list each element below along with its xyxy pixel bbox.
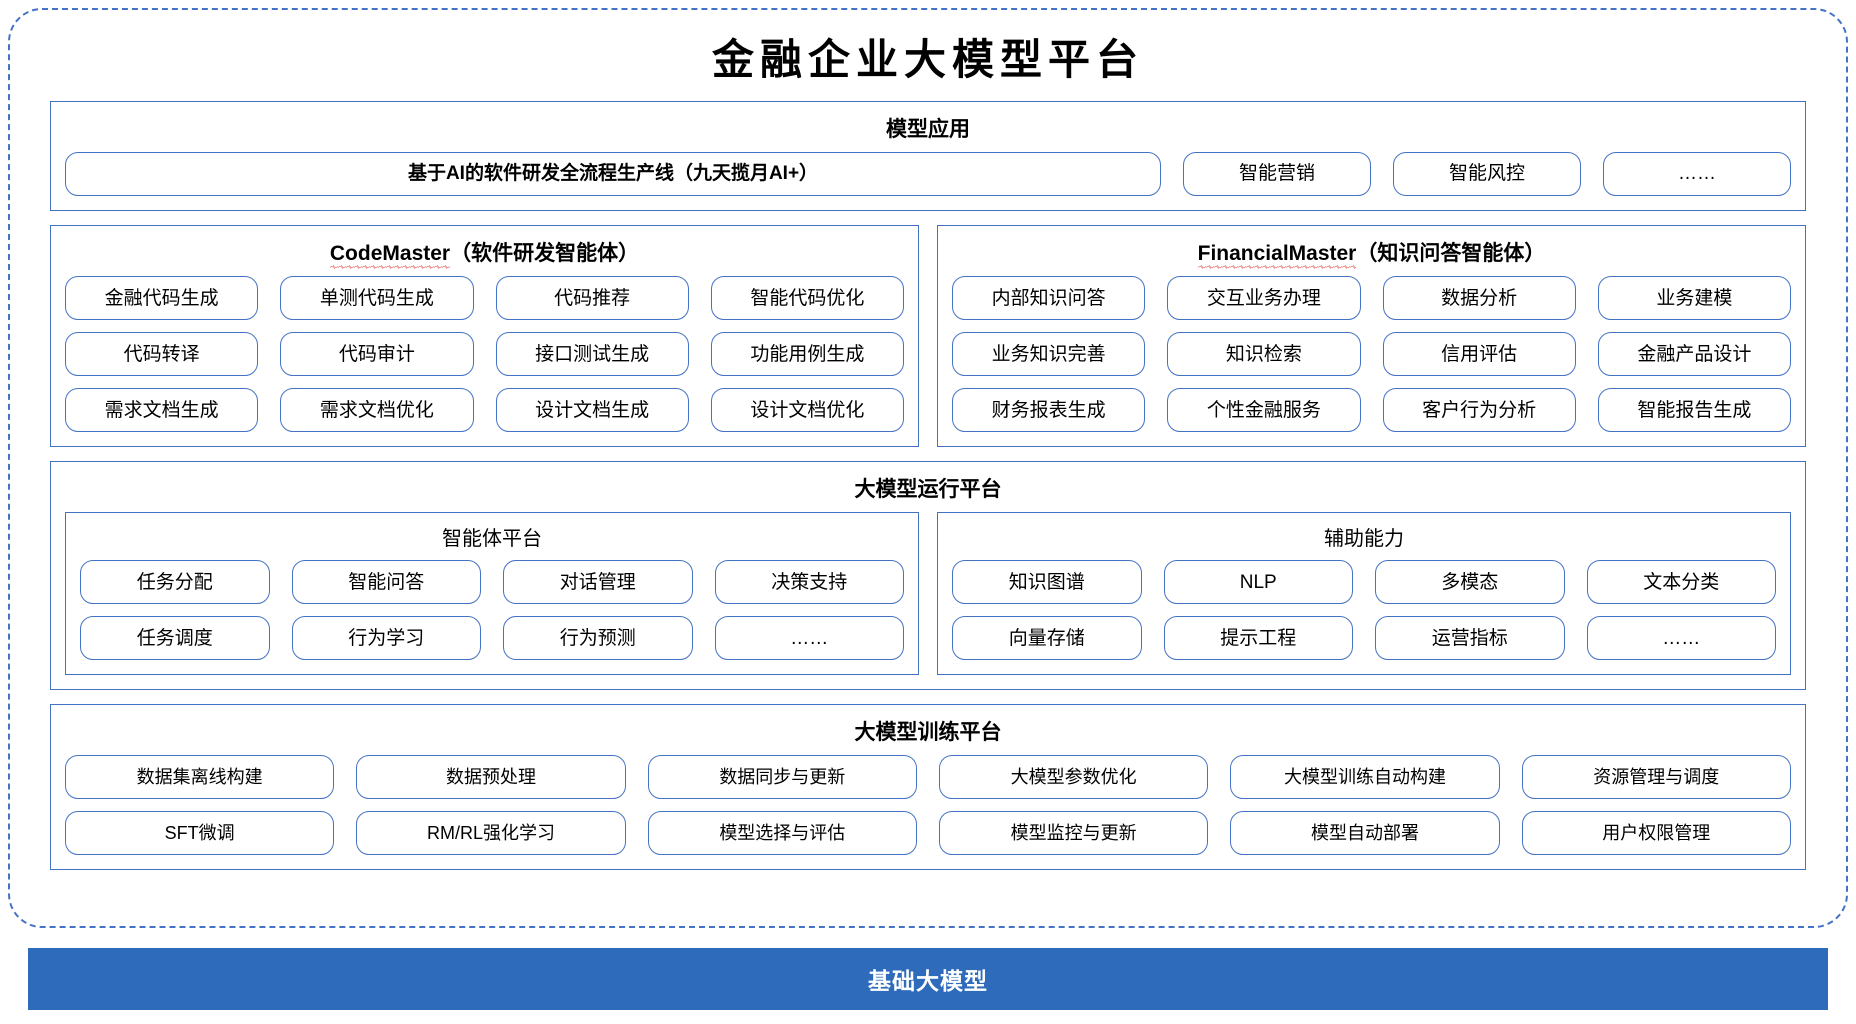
chip-codemaster-2-3[interactable]: 设计文档优化: [710, 388, 904, 433]
chip-training-1-2[interactable]: 模型选择与评估: [647, 811, 917, 856]
codemaster-latin-name: CodeMaster: [329, 241, 451, 270]
base-model-bar: 基础大模型: [28, 948, 1828, 1010]
chip-training-0-4[interactable]: 大模型训练自动构建: [1230, 755, 1500, 800]
codemaster-row-2: 代码转译 代码审计 接口测试生成 功能用例生成: [65, 332, 904, 377]
auxiliary-capability-row-1: 知识图谱 NLP 多模态 文本分类: [952, 560, 1776, 605]
chip-codemaster-2-0[interactable]: 需求文档生成: [65, 388, 259, 433]
section-agent-platform: 智能体平台 任务分配 智能问答 对话管理 决策支持 任务调度 行为学习 行为预测…: [65, 512, 919, 676]
chip-smart-risk-control[interactable]: 智能风控: [1393, 151, 1581, 196]
page-title: 金融企业大模型平台: [711, 35, 1144, 84]
training-platform-row-2: SFT微调 RM/RL强化学习 模型选择与评估 模型监控与更新 模型自动部署 用…: [65, 811, 1791, 856]
chip-financialmaster-0-2[interactable]: 数据分析: [1382, 276, 1576, 321]
section-title-codemaster: CodeMaster（软件研发智能体）: [65, 236, 904, 276]
chip-codemaster-0-3[interactable]: 智能代码优化: [710, 276, 904, 321]
chip-agent-platform-0-1[interactable]: 智能问答: [291, 560, 481, 605]
chip-agent-platform-0-2[interactable]: 对话管理: [503, 560, 693, 605]
chip-agent-platform-1-3[interactable]: ……: [714, 616, 904, 661]
section-title-runtime-platform: 大模型运行平台: [854, 478, 1002, 502]
chip-financialmaster-2-1[interactable]: 个性金融服务: [1167, 388, 1361, 433]
section-model-application: 模型应用 基于AI的软件研发全流程生产线（九天揽月AI+） 智能营销 智能风控 …: [50, 100, 1806, 211]
chip-training-1-1[interactable]: RM/RL强化学习: [356, 811, 626, 856]
chip-financialmaster-1-1[interactable]: 知识检索: [1167, 332, 1361, 377]
chip-agent-platform-1-2[interactable]: 行为预测: [503, 616, 693, 661]
section-title-model-application: 模型应用: [886, 117, 970, 141]
agent-platform-row-2: 任务调度 行为学习 行为预测 ……: [80, 616, 904, 661]
chip-auxiliary-1-0[interactable]: 向量存储: [952, 616, 1142, 661]
training-platform-row-1: 数据集离线构建 数据预处理 数据同步与更新 大模型参数优化 大模型训练自动构建 …: [65, 755, 1791, 800]
chip-training-0-0[interactable]: 数据集离线构建: [65, 755, 335, 800]
chip-auxiliary-0-3[interactable]: 文本分类: [1586, 560, 1776, 605]
financialmaster-cn-name: （知识问答智能体）: [1356, 241, 1546, 265]
chip-training-1-3[interactable]: 模型监控与更新: [938, 811, 1209, 856]
chip-agent-platform-0-0[interactable]: 任务分配: [80, 560, 270, 605]
agents-band: CodeMaster（软件研发智能体） 金融代码生成 单测代码生成 代码推荐 智…: [50, 224, 1806, 448]
chip-flagship-production-line[interactable]: 基于AI的软件研发全流程生产线（九天揽月AI+）: [65, 151, 1161, 196]
chip-financialmaster-0-1[interactable]: 交互业务办理: [1167, 276, 1361, 321]
chip-more-ellipsis[interactable]: ……: [1603, 151, 1791, 196]
chip-agent-platform-1-0[interactable]: 任务调度: [80, 616, 270, 661]
financialmaster-row-2: 业务知识完善 知识检索 信用评估 金融产品设计: [952, 332, 1791, 377]
section-runtime-platform: 大模型运行平台 智能体平台 任务分配 智能问答 对话管理 决策支持 任务调度 行…: [50, 461, 1806, 691]
codemaster-row-3: 需求文档生成 需求文档优化 设计文档生成 设计文档优化: [65, 388, 904, 433]
chip-codemaster-0-0[interactable]: 金融代码生成: [65, 276, 259, 321]
model-application-row: 基于AI的软件研发全流程生产线（九天揽月AI+） 智能营销 智能风控 ……: [65, 151, 1791, 196]
platform-outer-frame: 金融企业大模型平台 模型应用 基于AI的软件研发全流程生产线（九天揽月AI+） …: [8, 8, 1848, 928]
chip-auxiliary-1-3[interactable]: ……: [1586, 616, 1776, 661]
chip-training-0-1[interactable]: 数据预处理: [356, 755, 626, 800]
chip-agent-platform-1-1[interactable]: 行为学习: [291, 616, 481, 661]
chip-financialmaster-2-2[interactable]: 客户行为分析: [1382, 388, 1576, 433]
section-auxiliary-capability: 辅助能力 知识图谱 NLP 多模态 文本分类 向量存储 提示工程 运营指标 ……: [937, 512, 1791, 676]
chip-training-0-5[interactable]: 资源管理与调度: [1521, 755, 1791, 800]
financialmaster-row-3: 财务报表生成 个性金融服务 客户行为分析 智能报告生成: [952, 388, 1791, 433]
section-training-platform: 大模型训练平台 数据集离线构建 数据预处理 数据同步与更新 大模型参数优化 大模…: [50, 704, 1806, 871]
chip-training-0-3[interactable]: 大模型参数优化: [938, 755, 1209, 800]
runtime-platform-columns: 智能体平台 任务分配 智能问答 对话管理 决策支持 任务调度 行为学习 行为预测…: [65, 512, 1791, 676]
chip-financialmaster-2-0[interactable]: 财务报表生成: [952, 388, 1146, 433]
financialmaster-row-1: 内部知识问答 交互业务办理 数据分析 业务建模: [952, 276, 1791, 321]
chip-financialmaster-2-3[interactable]: 智能报告生成: [1597, 388, 1791, 433]
agent-platform-row-1: 任务分配 智能问答 对话管理 决策支持: [80, 560, 904, 605]
section-financialmaster: FinancialMaster（知识问答智能体） 内部知识问答 交互业务办理 数…: [937, 224, 1806, 448]
chip-codemaster-0-2[interactable]: 代码推荐: [495, 276, 689, 321]
chip-financialmaster-1-2[interactable]: 信用评估: [1382, 332, 1576, 377]
chip-codemaster-2-2[interactable]: 设计文档生成: [495, 388, 689, 433]
codemaster-cn-name: （软件研发智能体）: [450, 241, 640, 265]
financialmaster-latin-name: FinancialMaster: [1197, 241, 1357, 270]
codemaster-row-1: 金融代码生成 单测代码生成 代码推荐 智能代码优化: [65, 276, 904, 321]
chip-financialmaster-1-0[interactable]: 业务知识完善: [952, 332, 1146, 377]
chip-codemaster-1-3[interactable]: 功能用例生成: [710, 332, 904, 377]
chip-training-0-2[interactable]: 数据同步与更新: [647, 755, 917, 800]
chip-financialmaster-0-3[interactable]: 业务建模: [1597, 276, 1791, 321]
chip-smart-marketing[interactable]: 智能营销: [1183, 151, 1371, 196]
section-title-auxiliary-capability: 辅助能力: [1324, 528, 1404, 551]
chip-training-1-0[interactable]: SFT微调: [65, 811, 335, 856]
chip-auxiliary-1-2[interactable]: 运营指标: [1375, 616, 1565, 661]
chip-auxiliary-0-1[interactable]: NLP: [1163, 560, 1353, 605]
chip-codemaster-1-0[interactable]: 代码转译: [65, 332, 259, 377]
section-title-financialmaster: FinancialMaster（知识问答智能体）: [952, 236, 1791, 276]
chip-auxiliary-0-0[interactable]: 知识图谱: [952, 560, 1142, 605]
auxiliary-capability-row-2: 向量存储 提示工程 运营指标 ……: [952, 616, 1776, 661]
section-title-agent-platform: 智能体平台: [442, 528, 542, 551]
chip-auxiliary-1-1[interactable]: 提示工程: [1163, 616, 1353, 661]
base-model-label: 基础大模型: [868, 968, 988, 994]
chip-codemaster-1-2[interactable]: 接口测试生成: [495, 332, 689, 377]
section-title-training-platform: 大模型训练平台: [854, 721, 1002, 745]
chip-agent-platform-0-3[interactable]: 决策支持: [714, 560, 904, 605]
chip-codemaster-0-1[interactable]: 单测代码生成: [280, 276, 474, 321]
section-codemaster: CodeMaster（软件研发智能体） 金融代码生成 单测代码生成 代码推荐 智…: [50, 224, 919, 448]
chip-auxiliary-0-2[interactable]: 多模态: [1375, 560, 1565, 605]
chip-training-1-5[interactable]: 用户权限管理: [1521, 811, 1791, 856]
chip-codemaster-2-1[interactable]: 需求文档优化: [280, 388, 474, 433]
chip-training-1-4[interactable]: 模型自动部署: [1230, 811, 1500, 856]
chip-financialmaster-0-0[interactable]: 内部知识问答: [952, 276, 1146, 321]
chip-codemaster-1-1[interactable]: 代码审计: [280, 332, 474, 377]
chip-financialmaster-1-3[interactable]: 金融产品设计: [1597, 332, 1791, 377]
